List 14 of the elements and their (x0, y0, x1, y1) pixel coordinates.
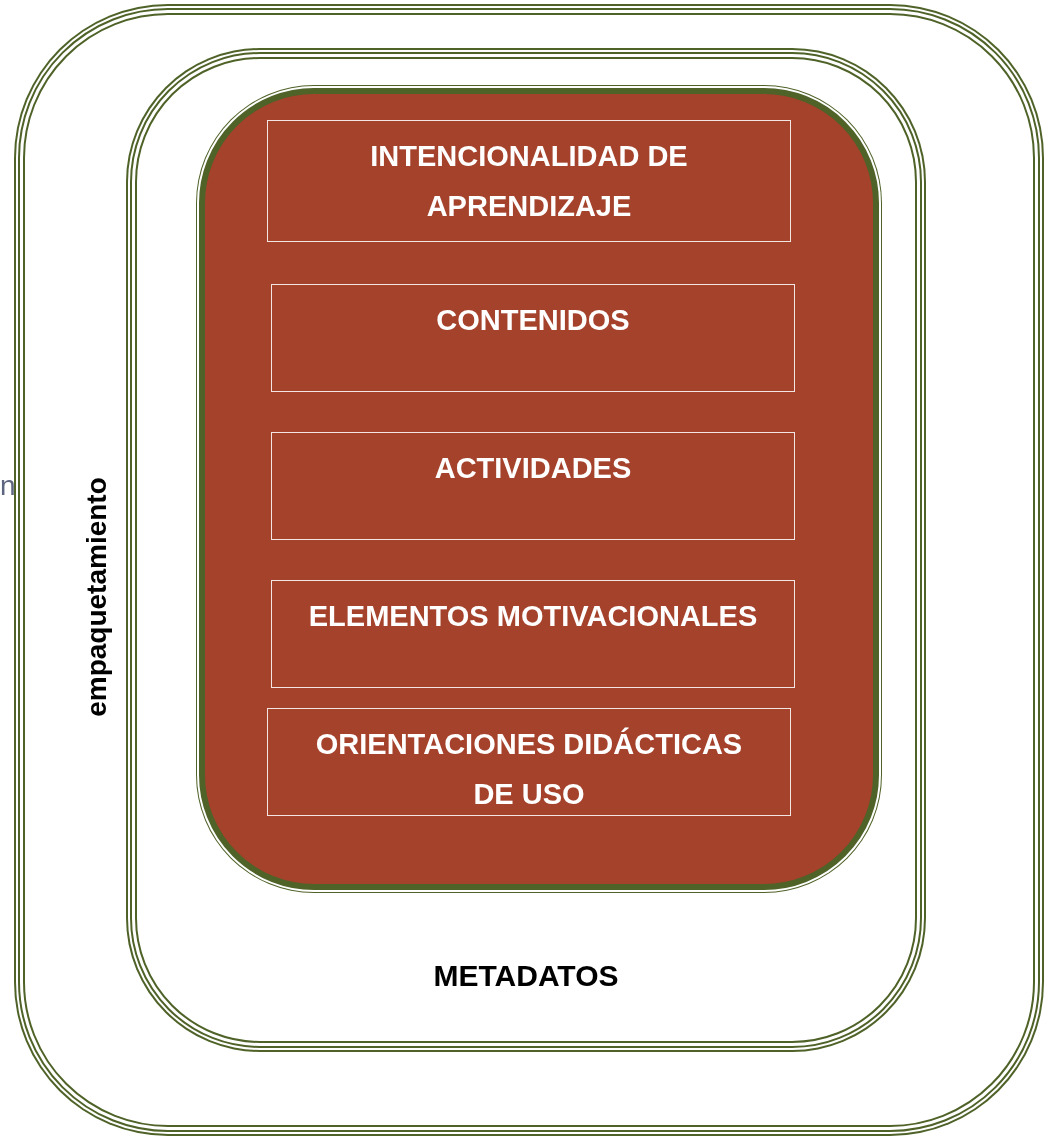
content-box (271, 580, 795, 688)
partial-text: n (0, 472, 16, 500)
content-box (267, 120, 791, 242)
content-panel (199, 88, 879, 890)
box-title: ELEMENTOS MOTIVACIONALES (308, 600, 758, 632)
content-box (271, 432, 795, 540)
content-box (267, 708, 791, 816)
box-title: ORIENTACIONES DIDÁCTICAS DE USO (315, 728, 743, 810)
box-title: INTENCIONALIDAD DE APRENDIZAJE (370, 140, 688, 222)
content-box (271, 284, 795, 392)
box-title: CONTENIDOS (436, 304, 630, 336)
frame-label: METADATOS (433, 959, 619, 993)
box-title: ACTIVIDADES (434, 452, 632, 484)
frame-label: empaquetamiento (81, 477, 113, 717)
